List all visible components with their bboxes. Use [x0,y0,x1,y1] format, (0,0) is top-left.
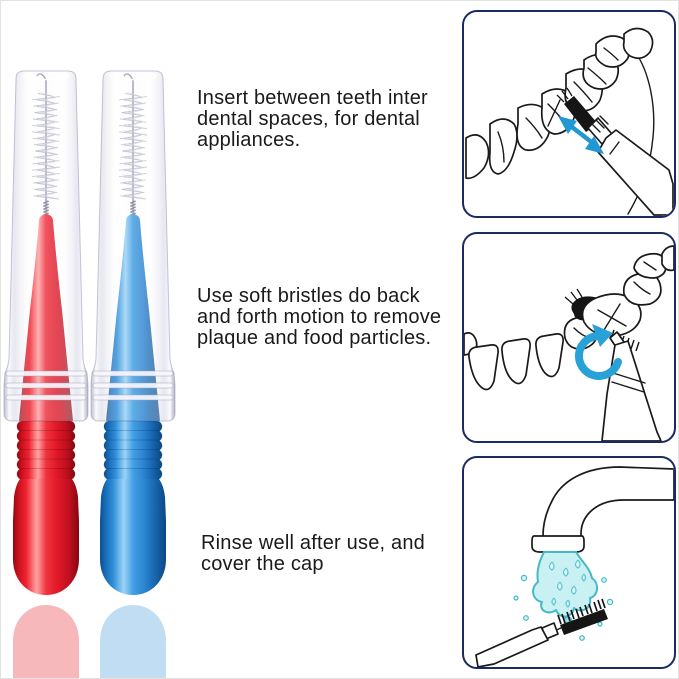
double-arrow-icon [558,116,604,154]
red-handle-body [13,479,79,595]
ribbed-grip [103,420,163,480]
step-line: Use soft bristles do back [197,285,420,307]
red-brush-reflection [13,605,79,678]
blue-handle-body [100,479,166,595]
brush-head [560,609,608,635]
step-line: plaque and food particles. [197,327,432,349]
cap-top-rim [22,71,70,81]
tooth-fissures [497,47,619,163]
brush-handle [475,626,549,667]
cap-rings [5,370,87,401]
faucet-spout-tip [531,535,585,553]
water-drop-details [548,559,587,608]
water-stream [513,551,614,641]
cap-top-rim [109,71,157,81]
illustration-rinse-under-faucet [475,466,674,667]
clear-cap [90,70,176,422]
step-line: appliances. [197,129,301,151]
teeth-row [465,27,654,180]
bristle-ticks [557,598,606,625]
clear-cap [3,70,89,422]
illustration-insert-between-teeth [465,27,674,216]
blue-brush-reflection [100,605,166,678]
step-1-panel [462,10,676,218]
step-3-panel [462,456,676,669]
brush-head [564,96,598,132]
step-3-text: Rinse well after use, and cover the cap [201,533,425,575]
red-brush [3,70,89,678]
shaft-stripes [591,115,609,133]
cap-rings [92,370,174,401]
step-line: dental spaces, for dental [197,108,420,130]
bristle-ticks [556,87,573,103]
illustration-back-and-forth [464,245,674,441]
bristle-ticks [564,288,583,305]
ribbed-grip [16,420,76,480]
teeth-row [464,245,674,391]
step-1-text: Insert between teeth inter dental spaces… [197,88,428,151]
curved-arrow-icon [574,324,622,380]
brush-handle [601,340,662,441]
step-2-text: Use soft bristles do back and forth moti… [197,286,441,349]
blue-brush [90,70,176,678]
interdental-brush-illustration [556,87,674,216]
step-line: and forth motion to remove [197,306,442,328]
step-line: cover the cap [201,553,324,575]
tooth-fissures [573,261,657,339]
interdental-brushes-photo [3,70,176,678]
step-2-panel [462,232,676,443]
step-line: Insert between teeth inter [197,87,428,109]
interdental-brush-illustration [475,598,608,667]
brush-handle [597,129,674,216]
faucet [531,466,674,553]
step-line: Rinse well after use, and [201,532,426,554]
